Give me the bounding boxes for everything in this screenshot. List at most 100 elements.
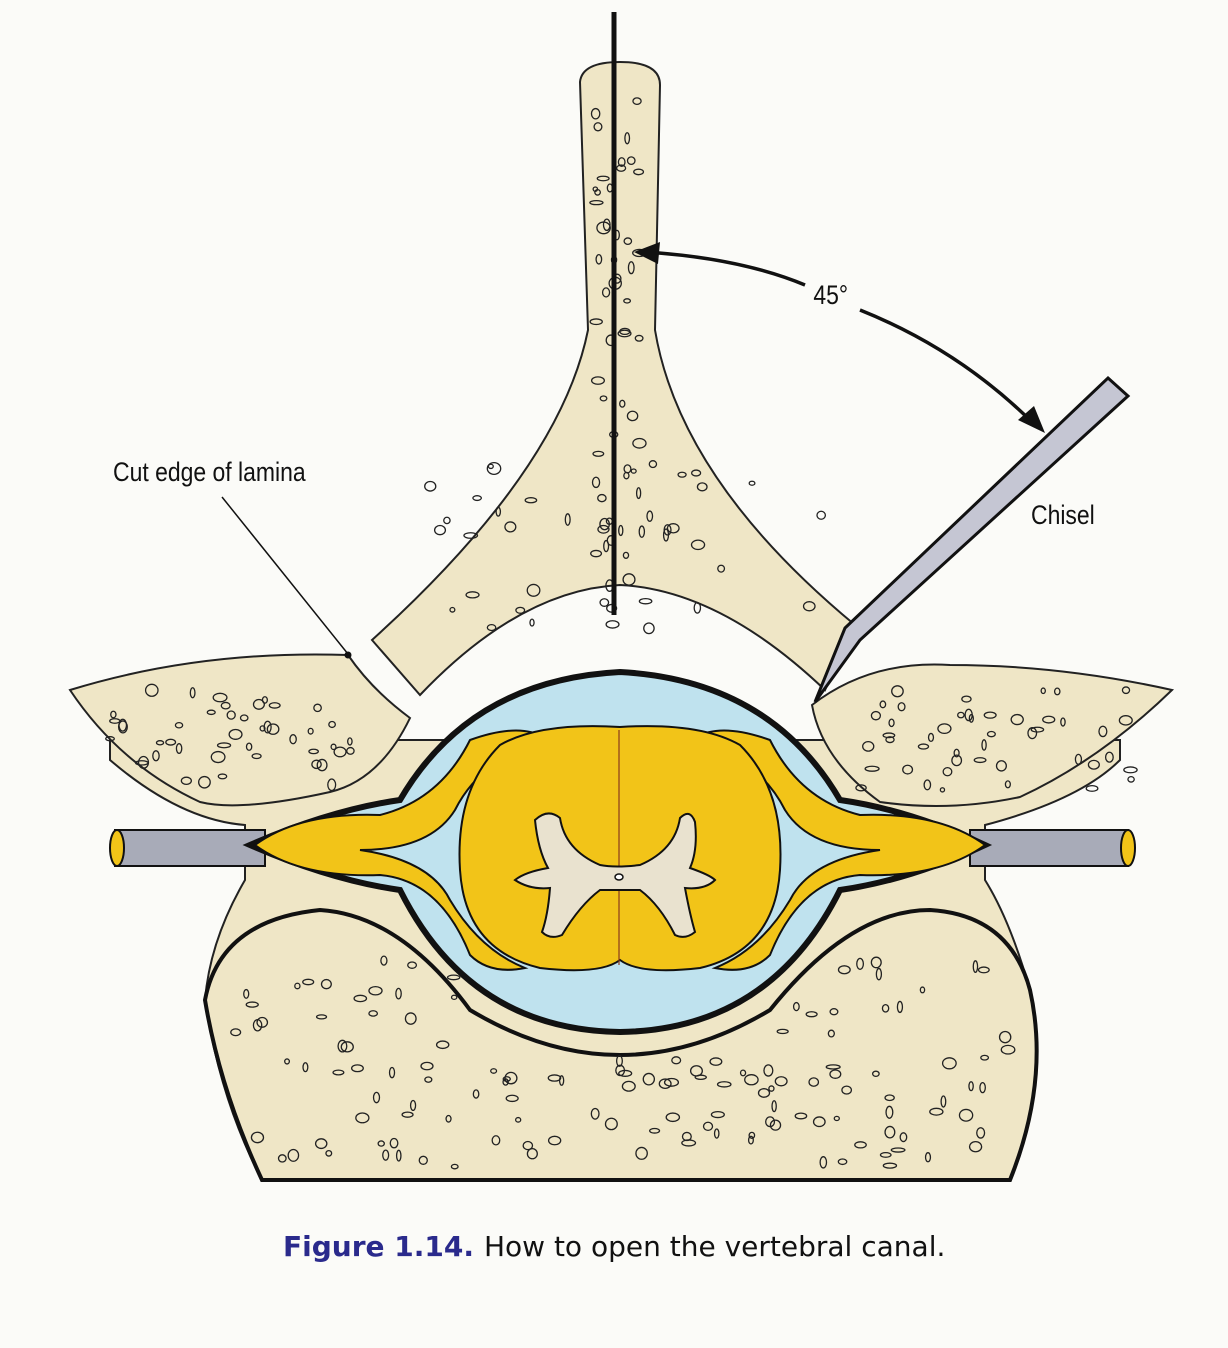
trabecula-mark [175, 743, 183, 755]
trabecula-mark [643, 622, 655, 635]
trabecula-mark [864, 765, 880, 772]
trabecula-mark [382, 1149, 390, 1161]
trabecula-mark [418, 1155, 428, 1165]
trabecula-mark [404, 1012, 417, 1025]
trabecula-mark [599, 598, 610, 607]
trabecula-mark [174, 721, 184, 729]
trabecula-mark [642, 1072, 656, 1086]
trabecula-mark [308, 748, 319, 755]
trabecula-mark [979, 1081, 986, 1094]
trabecula-mark [881, 1003, 890, 1013]
trabecula-mark [313, 703, 322, 713]
trabecula-mark [658, 1078, 672, 1089]
trabecula-mark [243, 988, 250, 999]
trabecula-mark [590, 376, 605, 385]
trabecula-mark [972, 960, 979, 973]
trabecula-mark [529, 618, 535, 627]
trabecula-mark [307, 727, 314, 735]
trabecula-mark [395, 987, 402, 1000]
trabecula-mark [716, 1081, 732, 1088]
trabecula-mark [713, 1128, 720, 1139]
trabecula-mark [638, 597, 653, 605]
trabecula-mark [337, 1039, 348, 1053]
trabecula-mark [311, 759, 322, 770]
trabecula-mark [504, 1071, 518, 1085]
trabecula-mark [1121, 686, 1131, 695]
trabecula-mark [605, 620, 620, 629]
trabecula-mark [890, 1147, 906, 1153]
left-lamina [68, 653, 412, 807]
trabecula-mark [976, 1127, 986, 1139]
trabecula-mark [486, 623, 497, 632]
trabecula-mark [837, 1158, 848, 1166]
trabecula-mark [590, 1107, 600, 1120]
trabecula-mark [940, 1095, 947, 1108]
trabecula-mark [424, 1076, 433, 1083]
trabecula-mark [812, 1116, 826, 1128]
right-nerve-roots [692, 729, 987, 971]
trabecula-mark [649, 1127, 661, 1134]
trabecula-mark [929, 1107, 944, 1116]
trabecula-mark [623, 471, 630, 480]
trabecula-mark [256, 1016, 269, 1028]
trabecula-mark [941, 1057, 957, 1070]
trabecula-mark [601, 287, 611, 298]
trabecula-mark [615, 1054, 623, 1067]
trabecula-mark [1098, 725, 1108, 738]
trabecula-mark [346, 746, 355, 755]
trabecula-mark [325, 1149, 333, 1157]
trabecula-mark [896, 1000, 904, 1014]
trabecula-mark [118, 718, 128, 732]
trabecula-mark [165, 738, 177, 746]
trabecula-mark [885, 736, 895, 744]
trabecula-mark [504, 521, 517, 533]
trabecula-mark [763, 1064, 774, 1077]
trabecula-mark [927, 732, 935, 743]
trabecula-mark [677, 471, 687, 478]
trabecula-mark [663, 1077, 680, 1087]
trabecula-mark [924, 1152, 932, 1163]
trabecula-mark [980, 1054, 990, 1061]
trabecula-mark [771, 1100, 777, 1113]
trabecula-mark [332, 1069, 345, 1076]
trabecula-mark [977, 966, 990, 974]
trabecula-mark [589, 200, 604, 206]
trabecula-mark [819, 1156, 828, 1169]
trabecula-mark [937, 723, 952, 735]
trabecula-mark [827, 1029, 835, 1038]
trabecula-mark [526, 583, 541, 597]
trabecula-mark [632, 437, 647, 449]
chisel-label: Chisel [1031, 500, 1095, 530]
trabecula-mark [884, 1094, 895, 1102]
trabecula-mark [747, 1135, 754, 1145]
trabecula-mark [615, 1064, 626, 1077]
trabecula-mark [739, 1069, 747, 1077]
trabecula-mark [968, 1140, 983, 1153]
trabecula-mark [769, 1119, 782, 1131]
trabecula-mark [998, 1030, 1012, 1044]
trabecula-mark [694, 1074, 707, 1080]
trabecula-mark [502, 1078, 509, 1086]
vertebral-body [202, 907, 1039, 1182]
trabecula-mark [825, 1064, 841, 1070]
spinal-cord-white-matter [458, 725, 782, 972]
trabecula-mark [377, 1140, 385, 1147]
trabecula-mark [774, 1076, 788, 1087]
trabecula-mark [216, 742, 232, 749]
trabecula-mark [409, 1099, 417, 1112]
trabecula-mark [634, 334, 644, 342]
trabecula-mark [592, 450, 605, 457]
trabecula-mark [618, 1069, 633, 1077]
trabecula-mark [897, 702, 906, 712]
trabecula-mark [105, 736, 115, 742]
cut-edge-leader-line [221, 496, 349, 655]
trabecula-mark [696, 482, 708, 492]
trabecula-mark [879, 1151, 892, 1158]
trabecula-mark [961, 695, 972, 703]
trabecula-mark [589, 318, 603, 326]
trabecula-mark [590, 107, 601, 120]
trabecula-mark [230, 1028, 242, 1037]
trabecula-mark [888, 718, 895, 728]
trabecula-mark [626, 156, 636, 166]
